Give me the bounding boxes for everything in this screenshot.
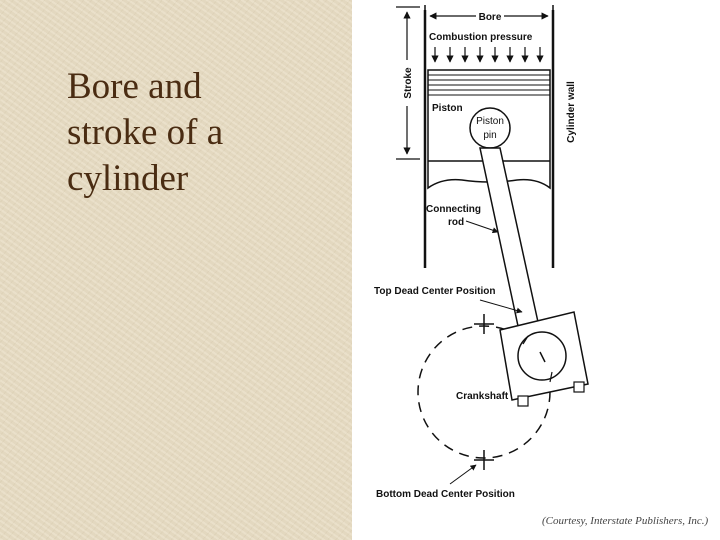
cylinder-wall-label: Cylinder wall (566, 81, 577, 143)
tdc-marker (474, 314, 494, 334)
title-line-2: stroke of a (67, 112, 224, 153)
connecting-rod-leader (465, 220, 499, 234)
piston-pin: Piston pin (469, 107, 511, 149)
bottom-dead-center-leader (449, 464, 477, 485)
image-credit: (Courtesy, Interstate Publishers, Inc.) (542, 515, 709, 527)
title-panel: Bore and stroke of a cylinder (0, 0, 352, 540)
slide-title: Bore and stroke of a cylinder (67, 64, 337, 202)
top-dead-center-leader (479, 299, 523, 314)
crankshaft-rod-cap (499, 311, 589, 407)
bottom-dead-center-label: Bottom Dead Center Position (376, 489, 515, 500)
stroke-dimension: Stroke (396, 6, 420, 160)
engine-cylinder-diagram: Bore Combustion pressure Stroke (374, 5, 709, 527)
piston-label: Piston (432, 103, 463, 114)
cylinder-walls (423, 10, 555, 268)
piston-pin-label-1: Piston (476, 116, 504, 127)
bore-dimension: Bore (424, 5, 554, 23)
connecting-rod-label-2: rod (448, 217, 464, 228)
top-dead-center-label: Top Dead Center Position (374, 286, 496, 297)
stroke-label: Stroke (403, 67, 414, 99)
diagram-panel: Bore Combustion pressure Stroke (352, 0, 720, 540)
crankshaft-label: Crankshaft (456, 391, 509, 402)
bore-label: Bore (479, 12, 502, 23)
piston-pin-label-2: pin (483, 130, 496, 141)
bdc-marker (474, 450, 494, 470)
title-line-1: Bore and (67, 66, 202, 107)
title-line-3: cylinder (67, 158, 189, 199)
combustion-pressure-label: Combustion pressure (429, 32, 533, 43)
connecting-rod-label-1: Connecting (426, 204, 481, 215)
pressure-arrows (431, 47, 544, 63)
